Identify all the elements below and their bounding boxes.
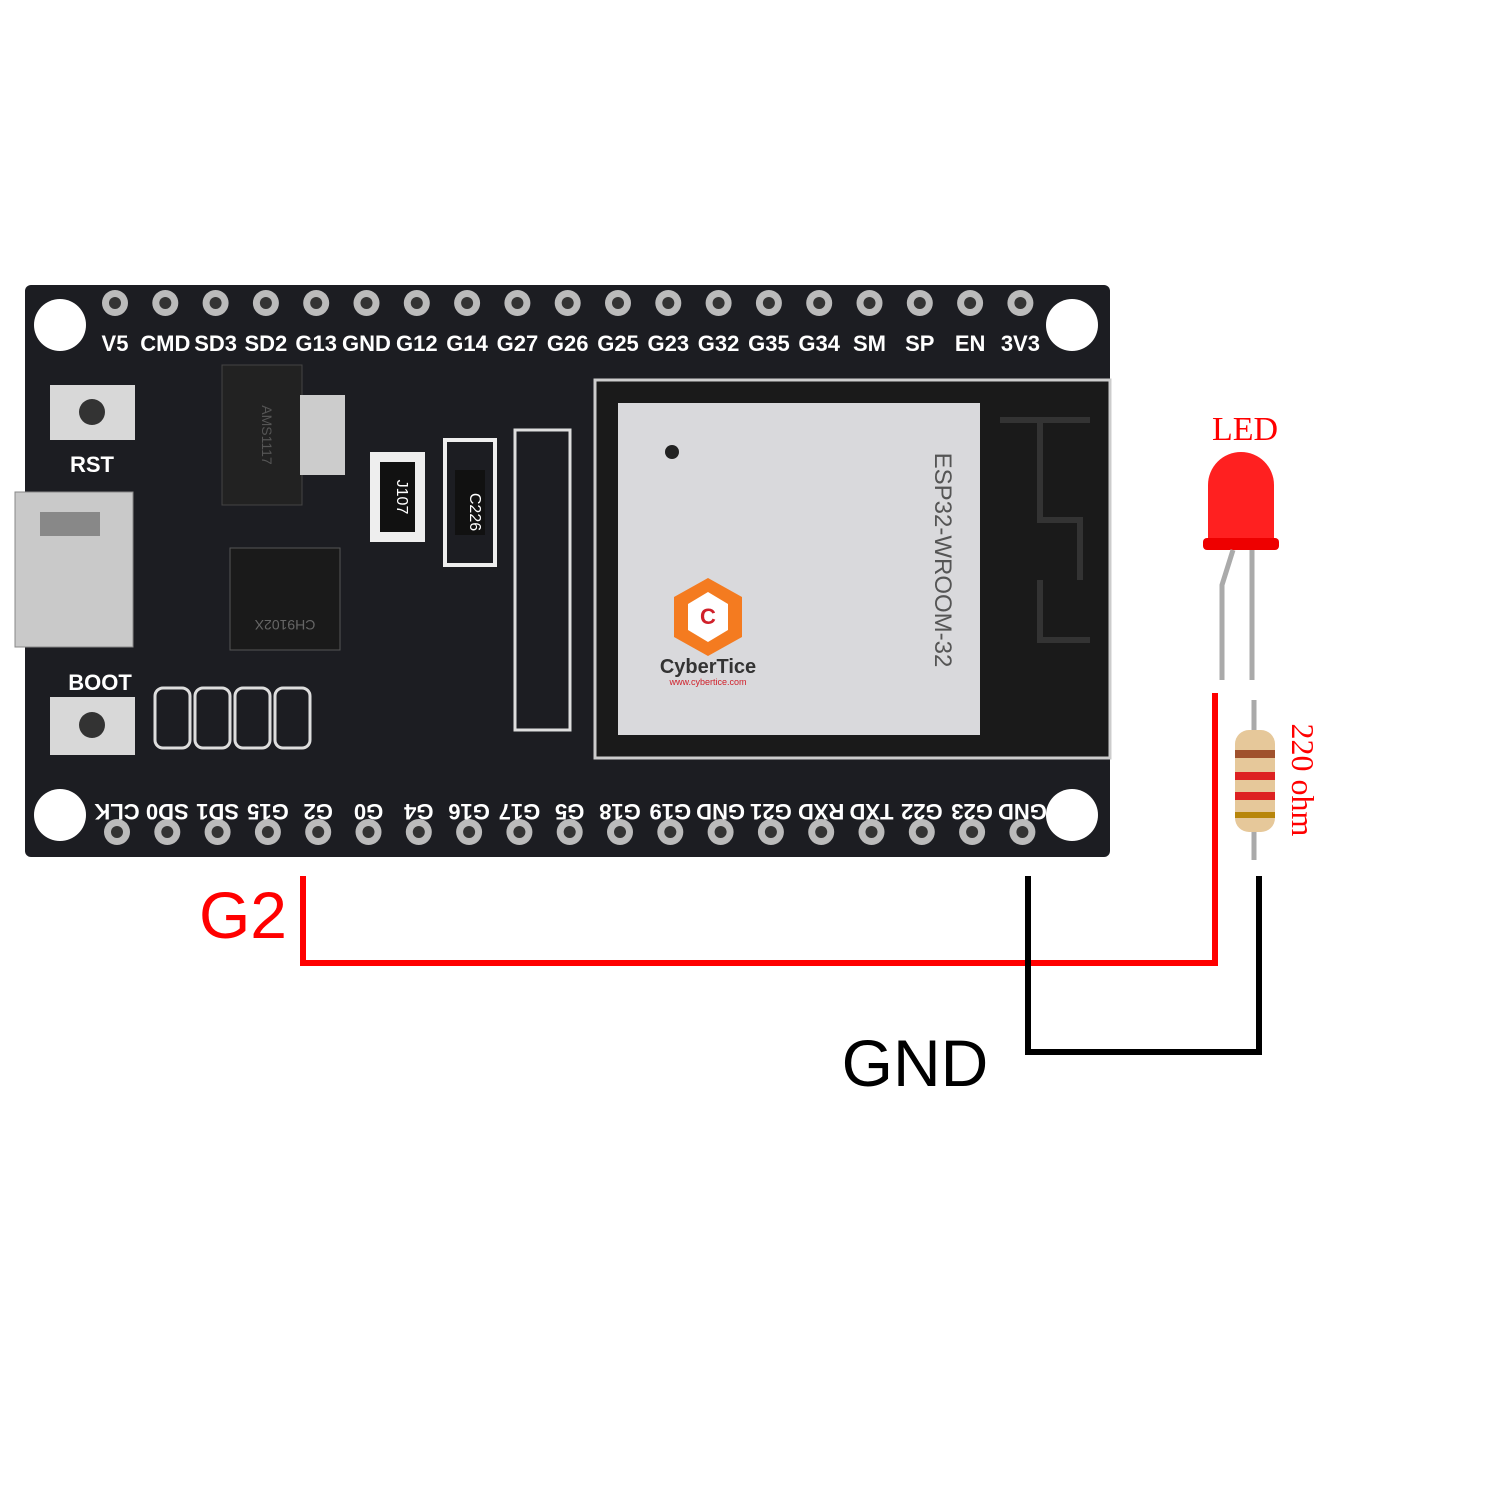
bottom-pin-label: G5	[555, 799, 584, 824]
bottom-pin-label: SD0	[146, 799, 189, 824]
bottom-pin-label: G15	[247, 799, 289, 824]
bottom-pin-label: G21	[750, 799, 792, 824]
top-pin-label: G25	[597, 331, 639, 356]
regulator-text: AMS1117	[259, 405, 275, 465]
bottom-pin-label: TXD	[850, 799, 894, 824]
top-pin-label: G35	[748, 331, 790, 356]
bottom-pin-label: GND	[696, 799, 745, 824]
led	[1203, 452, 1279, 680]
usb-chip	[229, 547, 341, 651]
top-pin-label: GND	[342, 331, 391, 356]
top-pin-label: SM	[853, 331, 886, 356]
top-pin-label: EN	[955, 331, 986, 356]
boot-button	[50, 697, 135, 755]
bottom-pin-label: CLK	[94, 799, 139, 824]
usb-chip-text: CH9102X	[254, 617, 315, 633]
resistor	[1235, 700, 1275, 860]
regulator-chip	[221, 364, 303, 506]
top-pin-label: 3V3	[1001, 331, 1040, 356]
top-pin-label: G27	[497, 331, 539, 356]
bottom-pin-label: G4	[403, 799, 433, 824]
signal-wire	[300, 693, 1218, 966]
top-pin-label: G26	[547, 331, 589, 356]
top-pin-label: G34	[798, 331, 840, 356]
esp32-module	[618, 403, 980, 735]
top-pin-label: SP	[905, 331, 934, 356]
bottom-pin-label: SD1	[196, 799, 239, 824]
module-text: ESP32-WROOM-32	[929, 453, 956, 668]
top-pin-label: G12	[396, 331, 438, 356]
bottom-pin-label: G22	[901, 799, 943, 824]
top-pin-label: G23	[648, 331, 690, 356]
led-label: LED	[1212, 411, 1278, 448]
bottom-pin-label: G19	[650, 799, 692, 824]
bottom-pin-label: G16	[448, 799, 490, 824]
top-pin-label: SD2	[245, 331, 288, 356]
top-pin-label: G32	[698, 331, 740, 356]
bottom-pin-label: RXD	[798, 799, 844, 824]
svg-text:www.cybertice.com: www.cybertice.com	[668, 677, 746, 687]
top-pin-label: SD3	[194, 331, 237, 356]
rst-label: RST	[70, 452, 115, 477]
g2-wire-label: G2	[199, 878, 287, 952]
bottom-pin-label: G23	[951, 799, 993, 824]
bottom-pin-label: G2	[304, 799, 333, 824]
svg-text:C: C	[700, 604, 716, 629]
top-pin-label: G14	[446, 331, 488, 356]
ground-wire	[1025, 876, 1262, 1055]
c226-text: C226	[466, 493, 483, 531]
resistor-label: 220 ohm	[1285, 724, 1321, 837]
bottom-pin-label: G17	[499, 799, 541, 824]
gnd-wire-label: GND	[842, 1026, 989, 1100]
j107-text: J107	[393, 480, 410, 515]
top-pin-label: G13	[295, 331, 337, 356]
cybertice-logo: C CyberTice www.cybertice.com	[660, 578, 756, 687]
rst-button	[50, 385, 135, 440]
top-pin-label: V5	[102, 331, 129, 356]
boot-label: BOOT	[68, 670, 132, 695]
top-pin-label: CMD	[140, 331, 190, 356]
bottom-pin-label: G18	[599, 799, 641, 824]
svg-text:CyberTice: CyberTice	[660, 656, 756, 678]
bottom-pin-label: G0	[354, 799, 383, 824]
bottom-pin-label: GND	[998, 799, 1047, 824]
